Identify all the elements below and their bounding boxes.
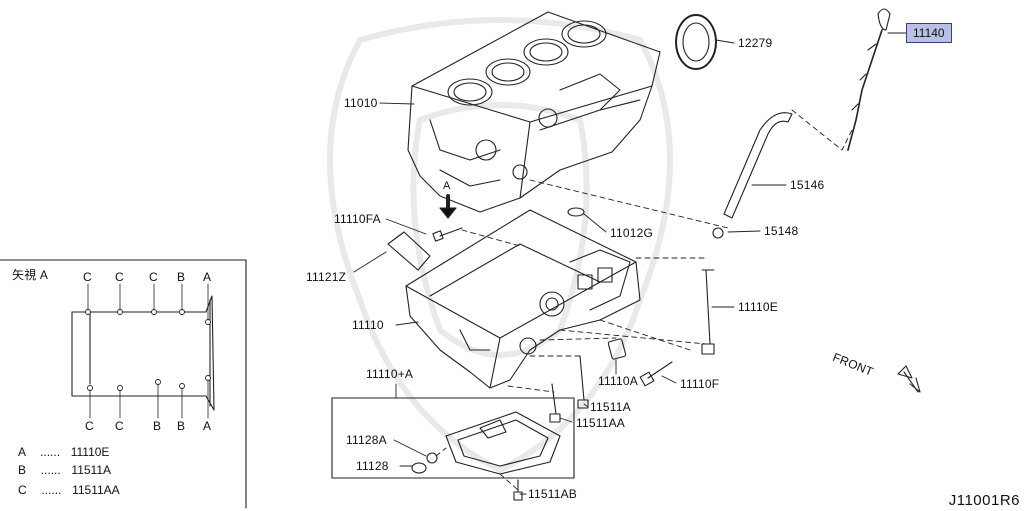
view-arrow-a [439, 194, 457, 219]
legend-value[interactable]: 11110E [70, 445, 110, 459]
legend-row-c: C ...... 11511AA [18, 483, 120, 497]
legend-row-a: A ...... 11110E [18, 445, 109, 459]
dashed-guide-lines [435, 109, 853, 491]
cylinder-block-11010 [407, 11, 661, 213]
legend-dots: ...... [40, 463, 61, 477]
legend-key: B [18, 463, 27, 477]
part-label-11128[interactable]: 11128 [356, 459, 389, 473]
view-letter-bottom-3: B [153, 419, 162, 433]
part-label-11128A[interactable]: 11128A [346, 433, 387, 447]
oil-level-gauge-11140 [847, 8, 891, 151]
part-label-11110FA[interactable]: 11110FA [334, 212, 381, 226]
part-label-15146[interactable]: 15146 [790, 178, 825, 192]
view-letter-bottom-5: A [203, 419, 212, 433]
part-label-11110plusA[interactable]: 11110+A [366, 367, 414, 381]
bolt-11110E [701, 269, 715, 355]
view-letter-top-4: B [177, 270, 186, 284]
leader-lines [353, 32, 907, 495]
part-label-11110A[interactable]: 11110A [598, 374, 638, 388]
part-label-11511AB[interactable]: 11511AB [528, 487, 577, 501]
view-letter-bottom-1: C [85, 419, 94, 433]
diagram-code: J11001R6 [948, 492, 1020, 509]
part-label-11110F[interactable]: 11110F [680, 377, 720, 391]
part-label-11511AA[interactable]: 11511AA [576, 416, 625, 430]
stud-11110A [607, 338, 627, 360]
legend-key: C [18, 483, 27, 497]
part-label-11110E[interactable]: 11110E [738, 300, 778, 314]
part-label-11010[interactable]: 11010 [344, 96, 378, 110]
lower-block-11110 [405, 209, 641, 389]
part-label-12279[interactable]: 12279 [738, 36, 773, 50]
view-letter-bottom-4: B [177, 419, 186, 433]
view-a-title: 矢視 A [12, 268, 49, 282]
legend-value[interactable]: 11511AA [72, 483, 120, 497]
part-label-11110[interactable]: 11110 [352, 318, 384, 332]
bolt-11110FA [432, 227, 463, 242]
dowel-11012G [567, 207, 585, 217]
baffle-11121Z [387, 231, 431, 271]
washer-11128A [426, 452, 438, 464]
view-letter-top-3: C [149, 270, 158, 284]
bolt-11511AA [549, 383, 561, 423]
bolt-11511A [577, 355, 589, 409]
legend-dots: ...... [40, 445, 61, 459]
dipstick-guide-15146 [712, 112, 793, 239]
view-a-inset [0, 259, 247, 509]
oil-seal-12279 [675, 14, 717, 70]
legend-row-b: B ...... 11511A [18, 463, 111, 477]
front-arrow [897, 365, 921, 393]
legend-key: A [18, 445, 26, 459]
part-label-11012G[interactable]: 11012G [610, 226, 654, 240]
part-label-15148[interactable]: 15148 [764, 224, 799, 238]
bolt-11511AB [513, 479, 523, 501]
bolt-11110F [639, 361, 673, 387]
view-marker-label: A [443, 180, 451, 192]
view-letter-top-1: C [83, 270, 92, 284]
oil-pan-group-box [331, 397, 575, 479]
drain-plug-11128 [411, 462, 427, 474]
view-letter-top-5: A [203, 270, 212, 284]
legend-dots: ...... [41, 483, 62, 497]
part-label-11511A[interactable]: 11511A [590, 400, 631, 414]
part-label-11121Z[interactable]: 11121Z [306, 270, 347, 284]
view-letter-top-2: C [115, 270, 124, 284]
part-label-11140[interactable]: 11140 [906, 23, 952, 43]
legend-value[interactable]: 11511A [71, 463, 111, 477]
view-letter-bottom-2: C [115, 419, 124, 433]
oil-pan [445, 411, 561, 475]
